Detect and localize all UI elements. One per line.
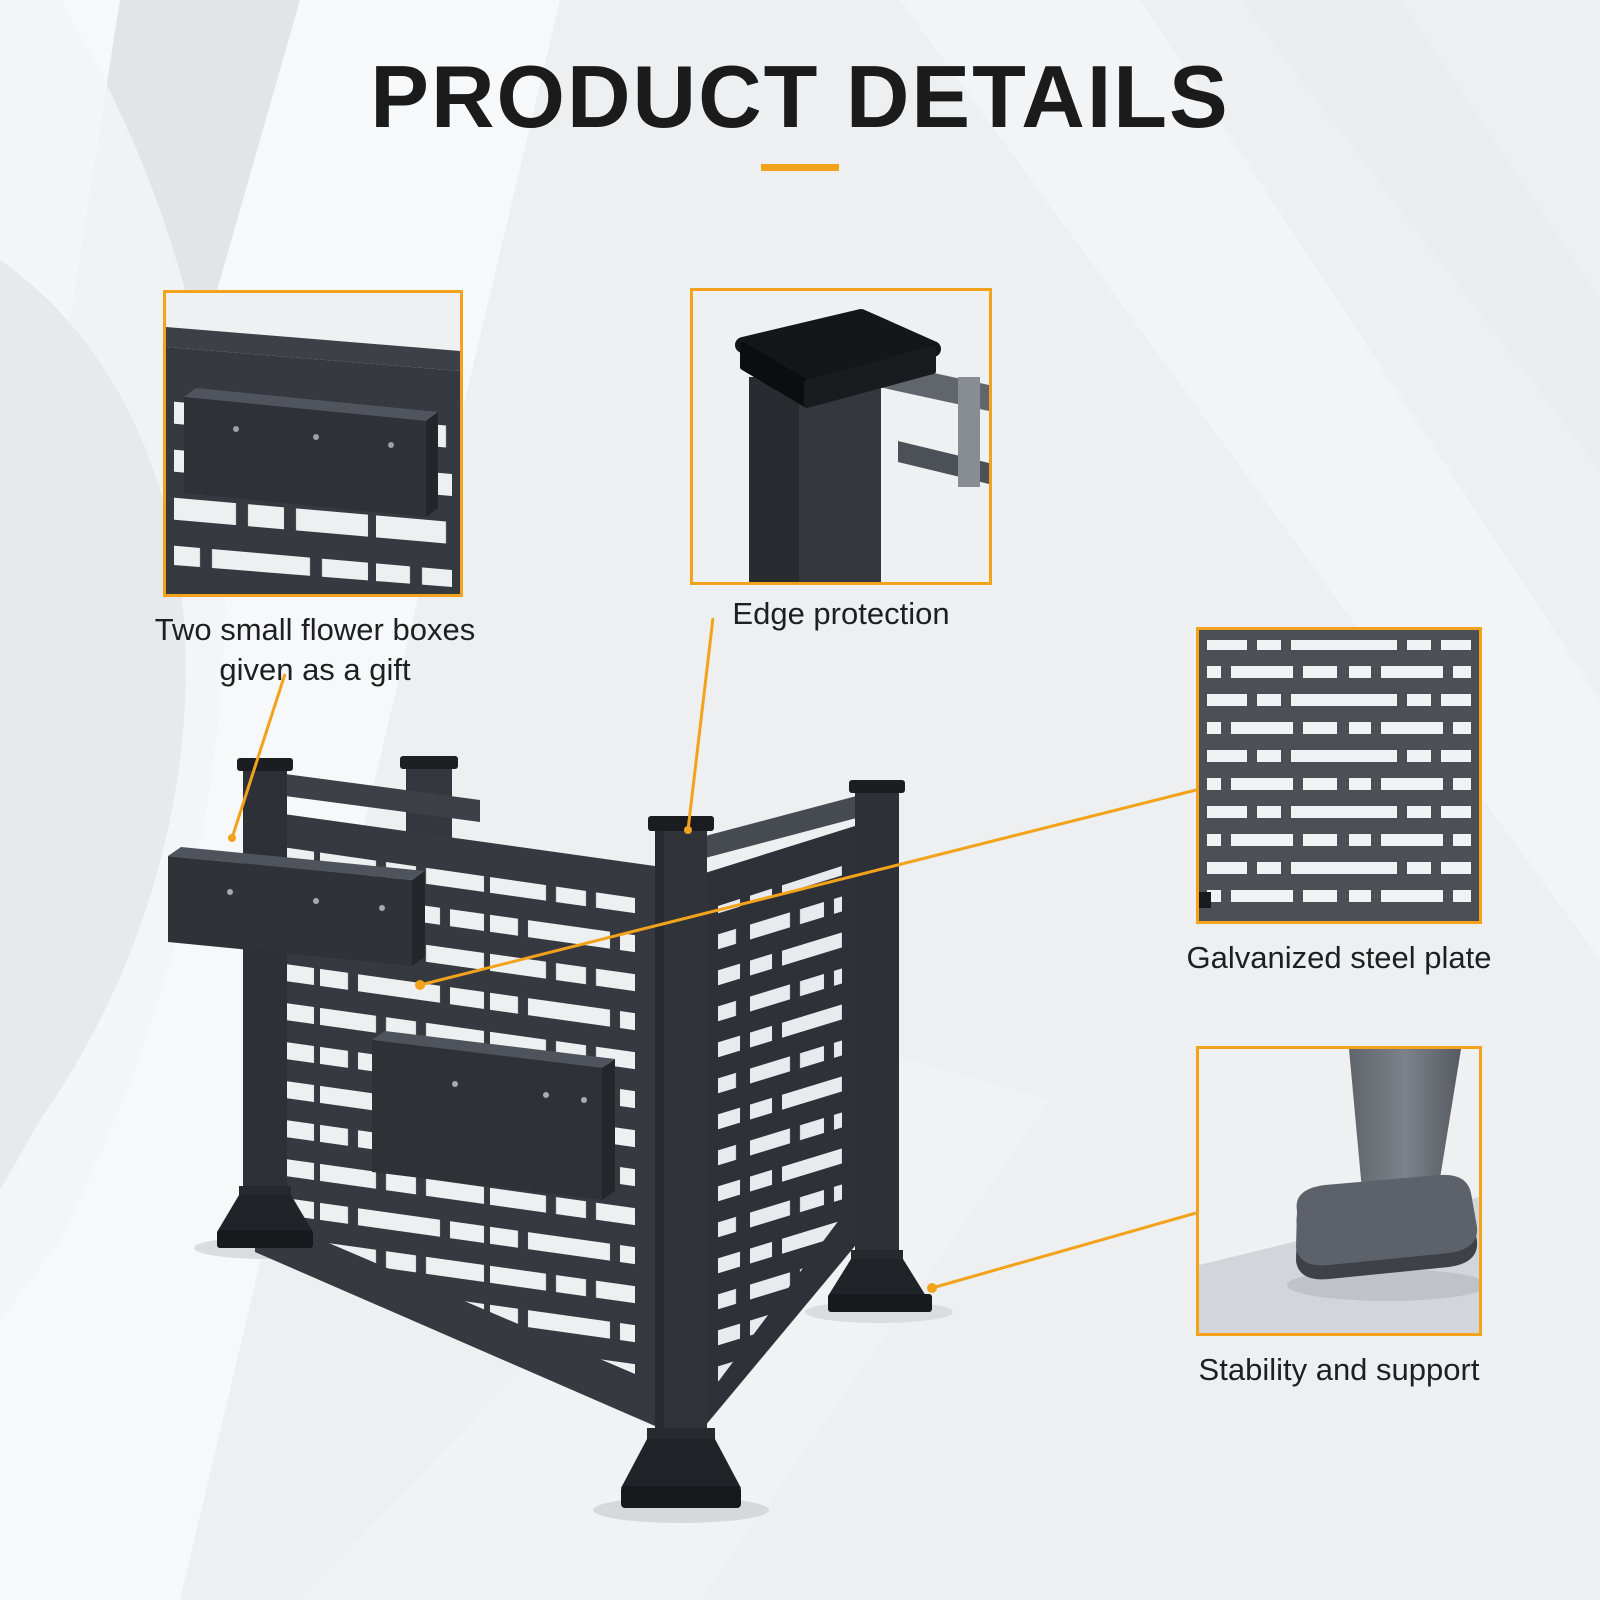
title-underline (761, 164, 839, 171)
page-title: PRODUCT DETAILS (370, 47, 1230, 146)
callout-frame-edge-protection (690, 288, 992, 585)
post-cap-closeup-photo (693, 291, 989, 582)
callout-frame-stability (1196, 1046, 1482, 1336)
callout-frame-flower-boxes (163, 290, 463, 597)
product-illustration (168, 756, 953, 1523)
flower-box-lower (372, 1031, 615, 1200)
callout-frame-steel-plate (1196, 627, 1482, 924)
callout-label-edge-protection: Edge protection (732, 596, 950, 631)
callout-label-steel-plate: Galvanized steel plate (1186, 940, 1492, 975)
callout-label-flower-boxes: Two small flower boxes given as a gift (154, 612, 476, 687)
right-screen-panel (705, 826, 855, 1426)
flower-box-closeup-photo (166, 293, 460, 594)
foot-base-closeup-photo (1199, 1049, 1479, 1333)
callout-label-stability: Stability and support (1198, 1352, 1480, 1387)
perforated-plate-closeup-photo (1199, 630, 1479, 921)
